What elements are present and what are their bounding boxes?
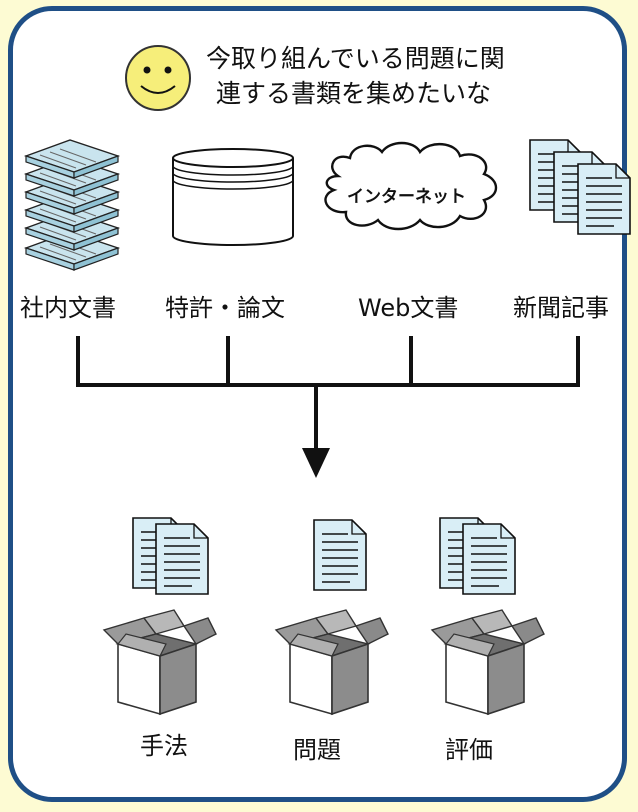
newspaper-documents-icon (529, 139, 631, 235)
category-label-method: 手法 (140, 732, 188, 760)
category-label-problem: 問題 (293, 736, 341, 764)
thought-line-2: 連する書類を集めたいな (216, 79, 492, 108)
source-label-newspaper: 新聞記事 (513, 294, 609, 322)
source-label-internal-docs: 社内文書 (20, 294, 116, 322)
database-cylinder-icon (172, 148, 294, 246)
smiley-face-icon (125, 45, 191, 111)
method-documents-icon (132, 517, 209, 595)
category-label-evaluation: 評価 (445, 736, 493, 764)
down-arrow (302, 448, 330, 478)
problem-document-icon (313, 519, 367, 591)
source-label-web-docs: Web文書 (358, 294, 459, 322)
cloud-icon (324, 141, 498, 231)
method-box-icon (103, 609, 217, 715)
evaluation-documents-icon (439, 517, 516, 595)
source-label-patents-papers: 特許・論文 (165, 294, 285, 322)
problem-box-icon (275, 609, 389, 715)
thought-line-1: 今取り組んでいる問題に関 (206, 44, 505, 73)
connector-lines (76, 336, 580, 452)
internet-cloud-label: インターネット (347, 187, 466, 207)
document-stack-icon (25, 139, 119, 271)
evaluation-box-icon (431, 609, 545, 715)
